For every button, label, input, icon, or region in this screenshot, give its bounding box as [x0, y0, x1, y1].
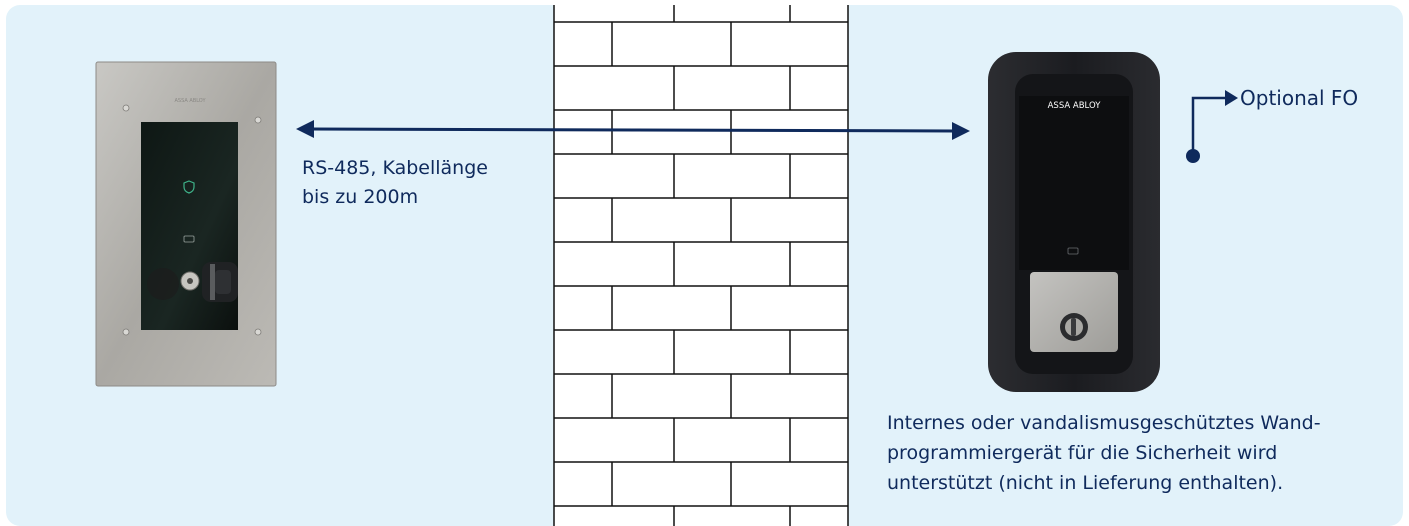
connection-label: RS-485, Kabellänge bis zu 200m: [302, 154, 562, 212]
optional-fo-label: Optional FO: [1240, 86, 1358, 110]
wall-reader-device: ASSA ABLOY: [988, 52, 1160, 392]
reader-note-line: unterstützt (nicht in Lieferung enthalte…: [887, 468, 1397, 498]
reader-note-line: programmiergerät für die Sicherheit wird: [887, 438, 1397, 468]
reader-brand: ASSA ABLOY: [1048, 101, 1102, 111]
connection-label-line: RS-485, Kabellänge: [302, 154, 562, 183]
diagram-canvas: ASSA ABLOY: [6, 5, 1403, 526]
brick-wall-icon: [554, 5, 848, 526]
panel-brand: ASSA ABLOY: [174, 98, 206, 104]
connection-label-line: bis zu 200m: [302, 183, 562, 212]
optional-fo-connector-icon: [1186, 90, 1238, 163]
reader-note: Internes oder vandalismusgeschütztes Wan…: [887, 408, 1397, 498]
key-panel-device: ASSA ABLOY: [96, 62, 276, 386]
reader-note-line: Internes oder vandalismusgeschütztes Wan…: [887, 408, 1397, 438]
